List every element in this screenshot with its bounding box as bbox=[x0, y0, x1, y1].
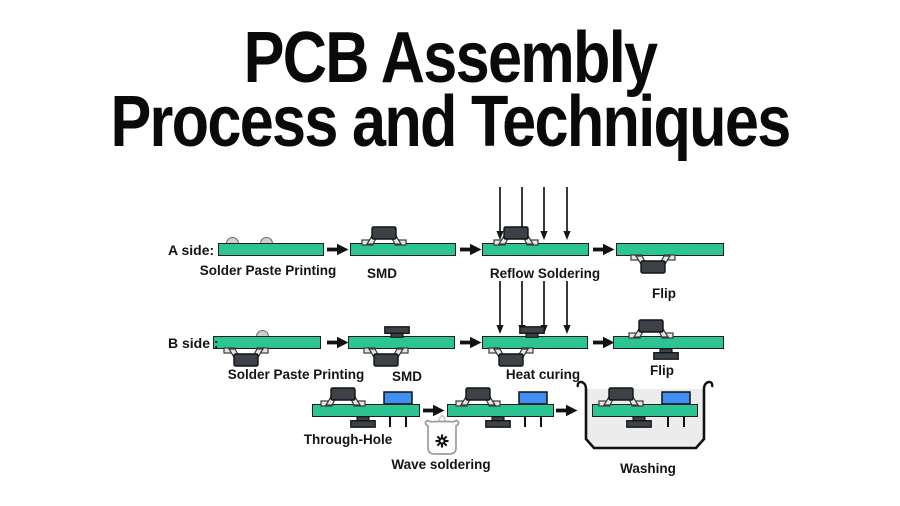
smd-chip-icon bbox=[319, 385, 367, 407]
flow-arrow-icon bbox=[327, 243, 349, 256]
step-label-smd-b: SMD bbox=[392, 369, 422, 384]
flat-chip-flipped-icon bbox=[626, 416, 652, 428]
smd-chip-flipped-icon bbox=[222, 347, 270, 369]
flow-arrow-icon bbox=[556, 404, 578, 417]
smd-chip-flipped-icon bbox=[629, 254, 677, 276]
solder-paste-bump-icon bbox=[260, 236, 273, 244]
b-side-label: B side : bbox=[168, 335, 219, 351]
step-label-wave-soldering: Wave soldering bbox=[391, 457, 491, 472]
title-line-2: Process and Techniques bbox=[110, 82, 791, 162]
step-label-washing: Washing bbox=[620, 461, 676, 476]
flat-chip-flipped-icon bbox=[485, 416, 511, 428]
step-label-solder-paste-printing-b: Solder Paste Printing bbox=[227, 367, 365, 382]
smd-chip-icon bbox=[360, 224, 408, 246]
smd-chip-icon bbox=[454, 385, 502, 407]
step-label-through-hole: Through-Hole bbox=[303, 432, 393, 447]
flat-chip-icon bbox=[384, 326, 410, 338]
pcb-board-icon bbox=[218, 243, 324, 256]
step-label-flip-b: Flip bbox=[650, 363, 674, 378]
smd-chip-icon bbox=[597, 385, 645, 407]
smd-chip-icon bbox=[627, 317, 675, 339]
flow-arrow-icon bbox=[423, 404, 445, 417]
a-side-label: A side: bbox=[168, 242, 215, 258]
flow-arrow-icon bbox=[460, 336, 482, 349]
flat-chip-flipped-icon bbox=[350, 416, 376, 428]
solder-paste-bump-icon bbox=[226, 236, 239, 244]
step-label-solder-paste-printing-a: Solder Paste Printing bbox=[199, 263, 337, 278]
smd-chip-flipped-icon bbox=[487, 347, 535, 369]
flow-arrow-icon bbox=[327, 336, 349, 349]
flow-arrow-icon bbox=[593, 336, 615, 349]
diagram-title: PCB Assembly Process and Techniques bbox=[68, 18, 833, 162]
step-label-flip-a: Flip bbox=[652, 286, 676, 301]
step-label-reflow-soldering: Reflow Soldering bbox=[489, 266, 601, 281]
flow-arrow-icon bbox=[593, 243, 615, 256]
flat-chip-icon bbox=[519, 326, 545, 338]
solder-paste-bump-icon bbox=[256, 329, 269, 337]
title-line-1: PCB Assembly bbox=[243, 18, 658, 98]
smd-chip-icon bbox=[492, 224, 540, 246]
flow-arrow-icon bbox=[460, 243, 482, 256]
step-label-smd-a: SMD bbox=[367, 266, 397, 281]
step-label-heat-curing: Heat curing bbox=[505, 367, 581, 382]
smd-chip-flipped-icon bbox=[362, 347, 410, 369]
flat-chip-flipped-icon bbox=[653, 348, 679, 360]
wave-pot-icon bbox=[424, 414, 460, 455]
